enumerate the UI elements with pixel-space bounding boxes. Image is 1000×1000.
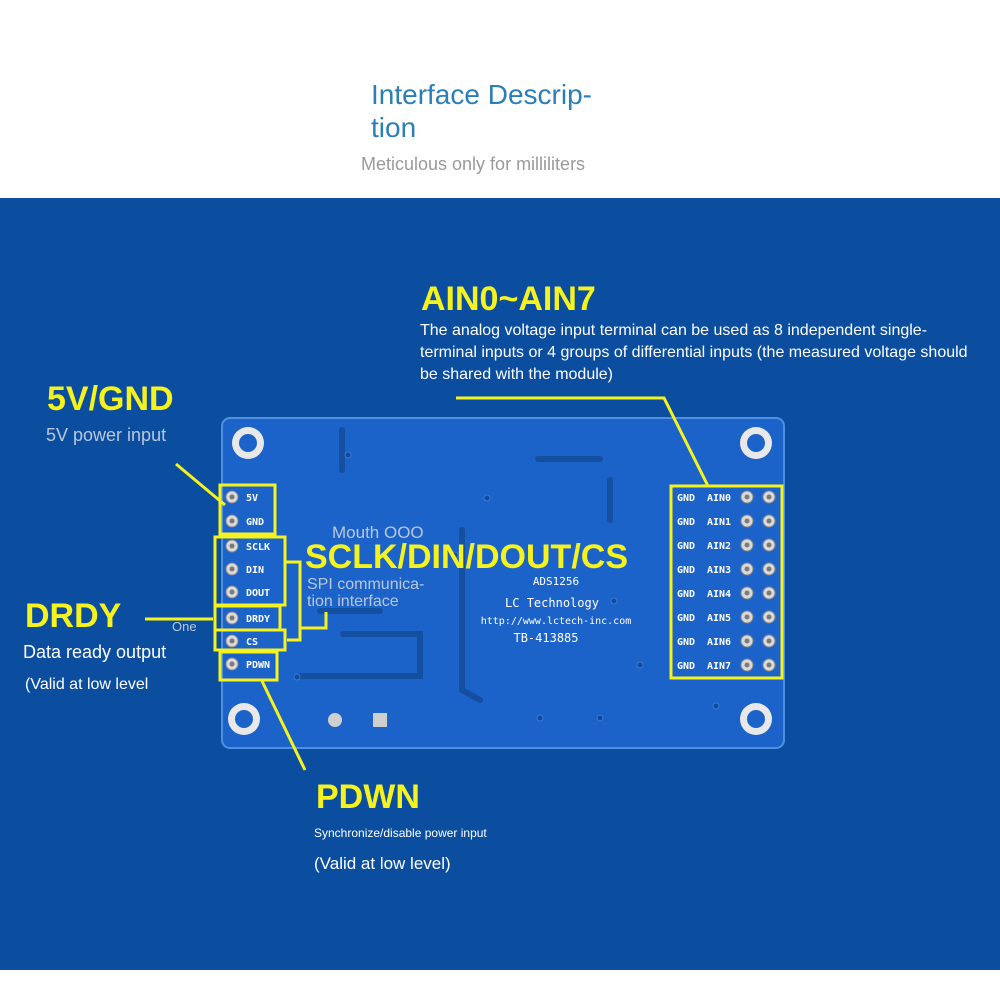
- left-pin-label: DOUT: [246, 588, 270, 599]
- left-pin-5v: 5V: [225, 490, 258, 504]
- ain-title: AIN0~AIN7: [421, 280, 596, 318]
- left-pin-header: 5V GND SCLK DIN DOUT DRDY CS PDWN: [225, 490, 270, 671]
- left-pin-pdwn: PDWN: [225, 657, 270, 671]
- right-pin-row-ain4: GND AIN4: [677, 586, 776, 600]
- spi-bracket: [286, 560, 302, 642]
- pdwn-note: (Valid at low level): [314, 854, 451, 873]
- gnd-label: GND: [677, 493, 695, 504]
- left-pin-cs: CS: [225, 634, 258, 648]
- left-pin-label: 5V: [246, 493, 258, 504]
- ain-label: AIN6: [707, 637, 731, 648]
- gnd-label: GND: [677, 589, 695, 600]
- ain-pins-box: [669, 484, 784, 680]
- left-pin-label: GND: [246, 517, 264, 528]
- drdy-title: DRDY: [25, 597, 122, 635]
- gnd-label: GND: [677, 637, 695, 648]
- ain-label: AIN3: [707, 565, 731, 576]
- spi-description: SPI communica- tion interface: [307, 576, 425, 610]
- right-pin-row-ain3: GND AIN3: [677, 562, 776, 576]
- pdwn-leader: [260, 680, 307, 771]
- pad: [328, 713, 342, 727]
- url-label: http://www.lctech-inc.com: [481, 616, 632, 627]
- chip-label: ADS1256: [533, 575, 579, 588]
- left-pin-drdy: DRDY: [225, 611, 270, 625]
- ain-label: AIN2: [707, 541, 731, 552]
- leader-lines: [145, 396, 710, 771]
- right-pin-row-ain0: GND AIN0: [677, 490, 776, 504]
- left-pin-din: DIN: [225, 562, 264, 576]
- left-pin-label: CS: [246, 637, 258, 648]
- left-pin-label: SCLK: [246, 542, 270, 553]
- header: [0, 0, 1000, 198]
- footer-strip: [0, 970, 1000, 1000]
- drdy-tag: One: [172, 619, 197, 634]
- right-pin-row-ain2: GND AIN2: [677, 538, 776, 552]
- drdy-description: Data ready output: [23, 642, 167, 662]
- right-pin-row-ain1: GND AIN1: [677, 514, 776, 528]
- spi-leader: [300, 612, 328, 630]
- ain-label: AIN7: [707, 661, 731, 672]
- spi-small-note: Mouth OOO: [332, 523, 424, 542]
- right-pin-row-ain5: GND AIN5: [677, 610, 776, 624]
- maker-label: LC Technology: [505, 596, 599, 610]
- pdwn-title: PDWN: [316, 778, 420, 816]
- power-description: 5V power input: [46, 425, 167, 445]
- right-pin-row-ain7: GND AIN7: [677, 658, 776, 672]
- pcb-traces: [297, 427, 613, 703]
- power-title: 5V/GND: [47, 380, 174, 418]
- left-pin-label: DIN: [246, 565, 264, 576]
- left-pin-label: DRDY: [246, 614, 270, 625]
- pdwn-description: Synchronize/disable power input: [314, 826, 487, 840]
- power-pins-box: [218, 483, 277, 536]
- pdwn-pin-box: [218, 650, 279, 682]
- ain-description: The analog voltage input terminal can be…: [420, 322, 968, 383]
- left-pin-dout: DOUT: [225, 585, 270, 599]
- model-label: TB-413885: [513, 631, 578, 645]
- gnd-label: GND: [677, 565, 695, 576]
- pad: [373, 713, 387, 727]
- cs-pin-box: [213, 628, 287, 652]
- vias: [293, 451, 720, 722]
- ain-leader: [456, 396, 710, 487]
- gnd-label: GND: [677, 517, 695, 528]
- mounting-holes: [228, 427, 772, 735]
- drdy-note: (Valid at low level: [25, 676, 149, 693]
- left-pin-sclk: SCLK: [225, 539, 270, 553]
- ain-label: AIN1: [707, 517, 731, 528]
- right-pin-row-ain6: GND AIN6: [677, 634, 776, 648]
- page-subtitle: Meticulous only for milliliters: [361, 154, 586, 174]
- left-pin-label: PDWN: [246, 660, 270, 671]
- gnd-label: GND: [677, 613, 695, 624]
- ain-label: AIN4: [707, 589, 731, 600]
- highlight-boxes: [213, 483, 784, 682]
- ain-label: AIN0: [707, 493, 731, 504]
- gnd-label: GND: [677, 661, 695, 672]
- ain-label: AIN5: [707, 613, 731, 624]
- spi-title: SCLK/DIN/DOUT/CS: [305, 538, 628, 576]
- page-title: Interface Descrip- tion: [371, 79, 592, 143]
- pcb-board: [222, 418, 784, 748]
- gnd-label: GND: [677, 541, 695, 552]
- power-leader: [175, 462, 226, 507]
- left-pin-gnd: GND: [225, 514, 264, 528]
